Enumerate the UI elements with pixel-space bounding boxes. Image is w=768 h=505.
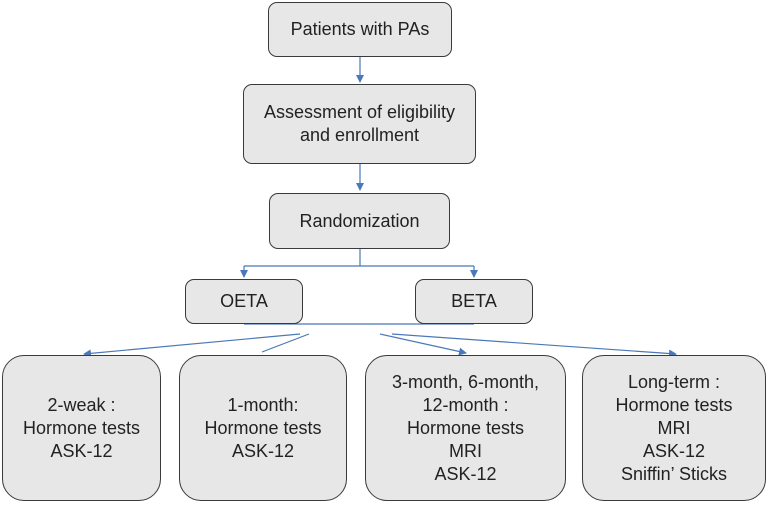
node-label: Randomization	[299, 210, 420, 231]
node-patients: Patients with PAs	[268, 2, 452, 57]
node-week2: 2-weak : Hormone tests ASK-12	[2, 355, 161, 501]
node-label: MRI	[449, 440, 482, 461]
node-month3-12: 3-month, 6-month, 12-month : Hormone tes…	[365, 355, 566, 501]
node-label: ASK-12	[642, 440, 706, 461]
node-label: Long-term :	[627, 371, 721, 392]
node-label: Assessment of eligibility	[263, 102, 456, 122]
line-to-month1	[261, 333, 310, 353]
node-label: MRI	[657, 417, 691, 438]
node-label: and enrollment	[299, 125, 420, 145]
node-month1: 1-month: Hormone tests ASK-12	[179, 355, 347, 501]
node-label: OETA	[220, 291, 268, 311]
node-beta: BETA	[415, 279, 533, 324]
node-label: 12-month :	[422, 394, 509, 415]
node-randomization: Randomization	[269, 193, 450, 249]
arrow-to-month3-12	[379, 333, 467, 356]
node-label: Sniffin’ Sticks	[620, 463, 728, 484]
node-label: 2-weak :	[47, 394, 116, 415]
node-label: ASK-12	[231, 440, 295, 461]
node-label: Hormone tests	[22, 417, 141, 438]
node-longterm: Long-term : Hormone tests MRI ASK-12 Sni…	[582, 355, 766, 501]
node-assessment: Assessment of eligibility and enrollment	[243, 84, 476, 164]
node-label: Patients with PAs	[290, 19, 430, 39]
node-label: Hormone tests	[615, 394, 733, 415]
node-label: Hormone tests	[204, 417, 322, 438]
node-label: 1-month:	[227, 394, 299, 415]
node-label: 3-month, 6-month,	[391, 371, 540, 392]
node-label: ASK-12	[434, 463, 497, 484]
node-label: BETA	[451, 291, 497, 311]
arrow-to-longterm	[391, 333, 677, 358]
node-label: ASK-12	[50, 440, 113, 461]
arrow-to-week2	[83, 333, 301, 358]
node-label: Hormone tests	[406, 417, 525, 438]
node-oeta: OETA	[185, 279, 303, 324]
